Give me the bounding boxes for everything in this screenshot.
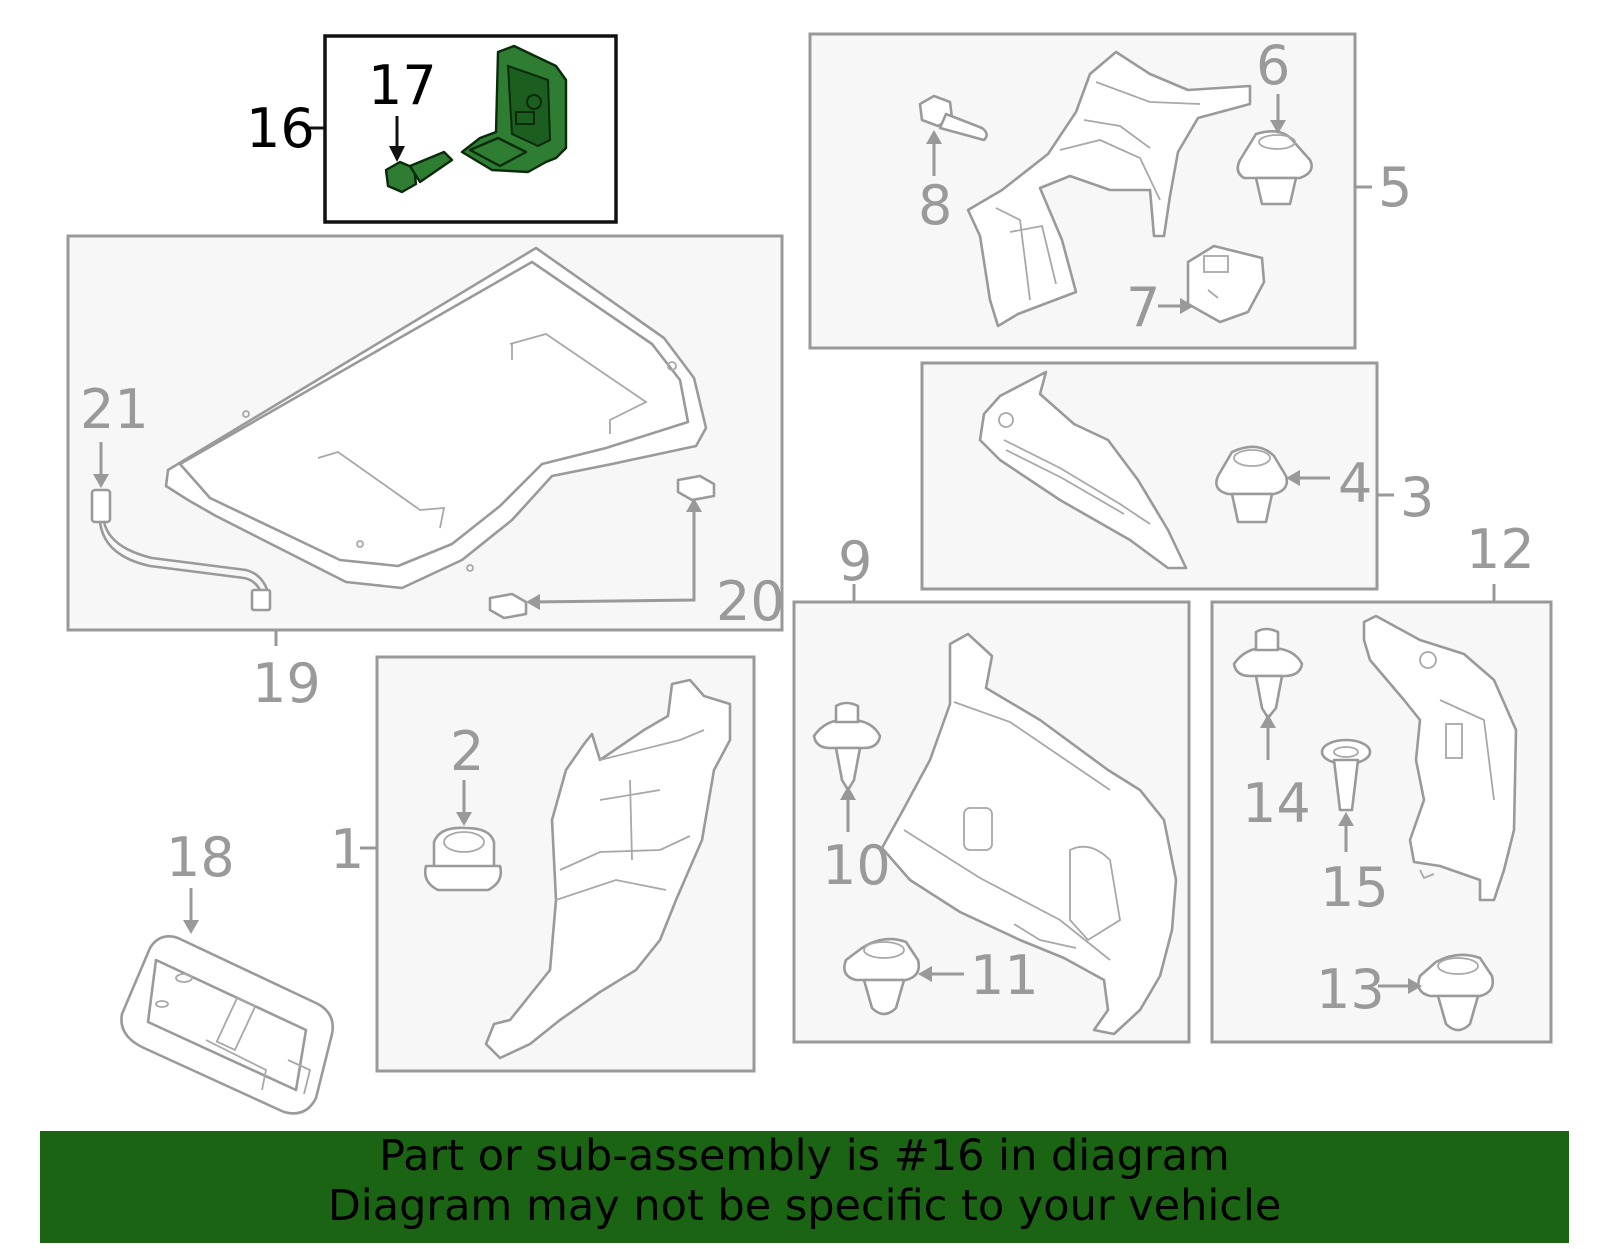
quarter-trim-9-icon[interactable] (880, 632, 1178, 1036)
arrow-4 (1286, 470, 1300, 486)
callout-7[interactable]: 7 (1126, 276, 1160, 339)
callout-13[interactable]: 13 (1316, 958, 1385, 1021)
info-banner: Part or sub-assembly is #16 in diagram D… (40, 1131, 1569, 1243)
group-16-box (323, 34, 618, 224)
callout-6[interactable]: 6 (1256, 34, 1290, 97)
arrow-8 (926, 130, 942, 144)
group-1-quarter-trim-left[interactable]: 1 2 (330, 655, 756, 1073)
arrow-2 (456, 812, 472, 826)
arrow-14 (1260, 714, 1276, 728)
callout-12[interactable]: 12 (1466, 518, 1535, 581)
bolt-17-icon[interactable] (384, 150, 454, 194)
pillar-trim-5-icon[interactable] (966, 50, 1252, 328)
arrow-7 (1180, 298, 1194, 314)
side-trim-3-icon[interactable] (978, 370, 1188, 570)
callout-19[interactable]: 19 (252, 652, 321, 715)
callout-9[interactable]: 9 (838, 530, 872, 593)
callout-15[interactable]: 15 (1320, 856, 1389, 919)
callout-20[interactable]: 20 (716, 570, 785, 633)
clip-10-icon[interactable] (812, 701, 882, 792)
leader-20 (529, 499, 696, 604)
banner-line-1: Part or sub-assembly is #16 in diagram (379, 1131, 1230, 1181)
cover-18[interactable]: 18 (120, 826, 334, 1115)
harness-21-icon[interactable] (90, 488, 272, 612)
clip-4-icon[interactable] (1215, 445, 1289, 524)
arrow-6 (1270, 120, 1286, 134)
callout-2[interactable]: 2 (450, 720, 484, 783)
arrow-20a (686, 498, 702, 512)
clip-11-icon[interactable] (843, 937, 921, 1016)
group-12-pillar-trim[interactable]: 12 14 15 13 (1210, 518, 1553, 1044)
callout-10[interactable]: 10 (822, 834, 891, 897)
clip-13-icon[interactable] (1417, 953, 1495, 1032)
callout-3[interactable]: 3 (1400, 466, 1434, 529)
clip-14-icon[interactable] (1232, 627, 1304, 720)
callout-11[interactable]: 11 (970, 944, 1039, 1007)
arrow-15 (1338, 812, 1354, 826)
bolt-8-icon[interactable] (918, 94, 988, 142)
quarter-trim-1-icon[interactable] (484, 678, 732, 1060)
callout-4[interactable]: 4 (1338, 452, 1372, 515)
arrow-13 (1408, 978, 1422, 994)
callout-14[interactable]: 14 (1242, 772, 1311, 835)
arrow-17 (389, 146, 405, 162)
group-19-floor-panel[interactable]: 20 21 19 (66, 234, 785, 715)
floor-panel-icon[interactable] (164, 246, 708, 590)
pillar-trim-12-icon[interactable] (1362, 614, 1518, 902)
arrow-21 (93, 474, 109, 488)
callout-17[interactable]: 17 (368, 54, 437, 117)
group-9-quarter-trim-right[interactable]: 9 10 11 (792, 530, 1191, 1044)
banner-line-2: Diagram may not be specific to your vehi… (327, 1181, 1282, 1231)
arrow-18 (183, 920, 199, 934)
group-16-bracket-assembly[interactable]: 16 17 (246, 34, 618, 224)
arrow-10 (840, 786, 856, 800)
callout-1[interactable]: 1 (330, 818, 364, 881)
clip-2-icon[interactable] (423, 826, 503, 892)
callout-5[interactable]: 5 (1378, 156, 1412, 219)
group-5-quarter-trim-upper[interactable]: 5 6 7 8 (808, 32, 1412, 350)
callout-18[interactable]: 18 (166, 826, 235, 889)
retainer-7-icon[interactable] (1186, 244, 1266, 324)
group-3-side-trim[interactable]: 3 4 (920, 361, 1434, 591)
arrow-11 (918, 966, 932, 982)
callout-21[interactable]: 21 (80, 378, 149, 441)
rivet-15-icon[interactable] (1320, 738, 1372, 812)
arrow-20b (526, 594, 540, 610)
bracket-16-icon[interactable] (460, 44, 568, 174)
cover-18-icon[interactable] (120, 935, 334, 1115)
clip-6-icon[interactable] (1236, 130, 1313, 206)
callout-8[interactable]: 8 (918, 174, 952, 237)
callout-16[interactable]: 16 (246, 97, 315, 160)
clip-20-icon[interactable] (488, 474, 716, 620)
